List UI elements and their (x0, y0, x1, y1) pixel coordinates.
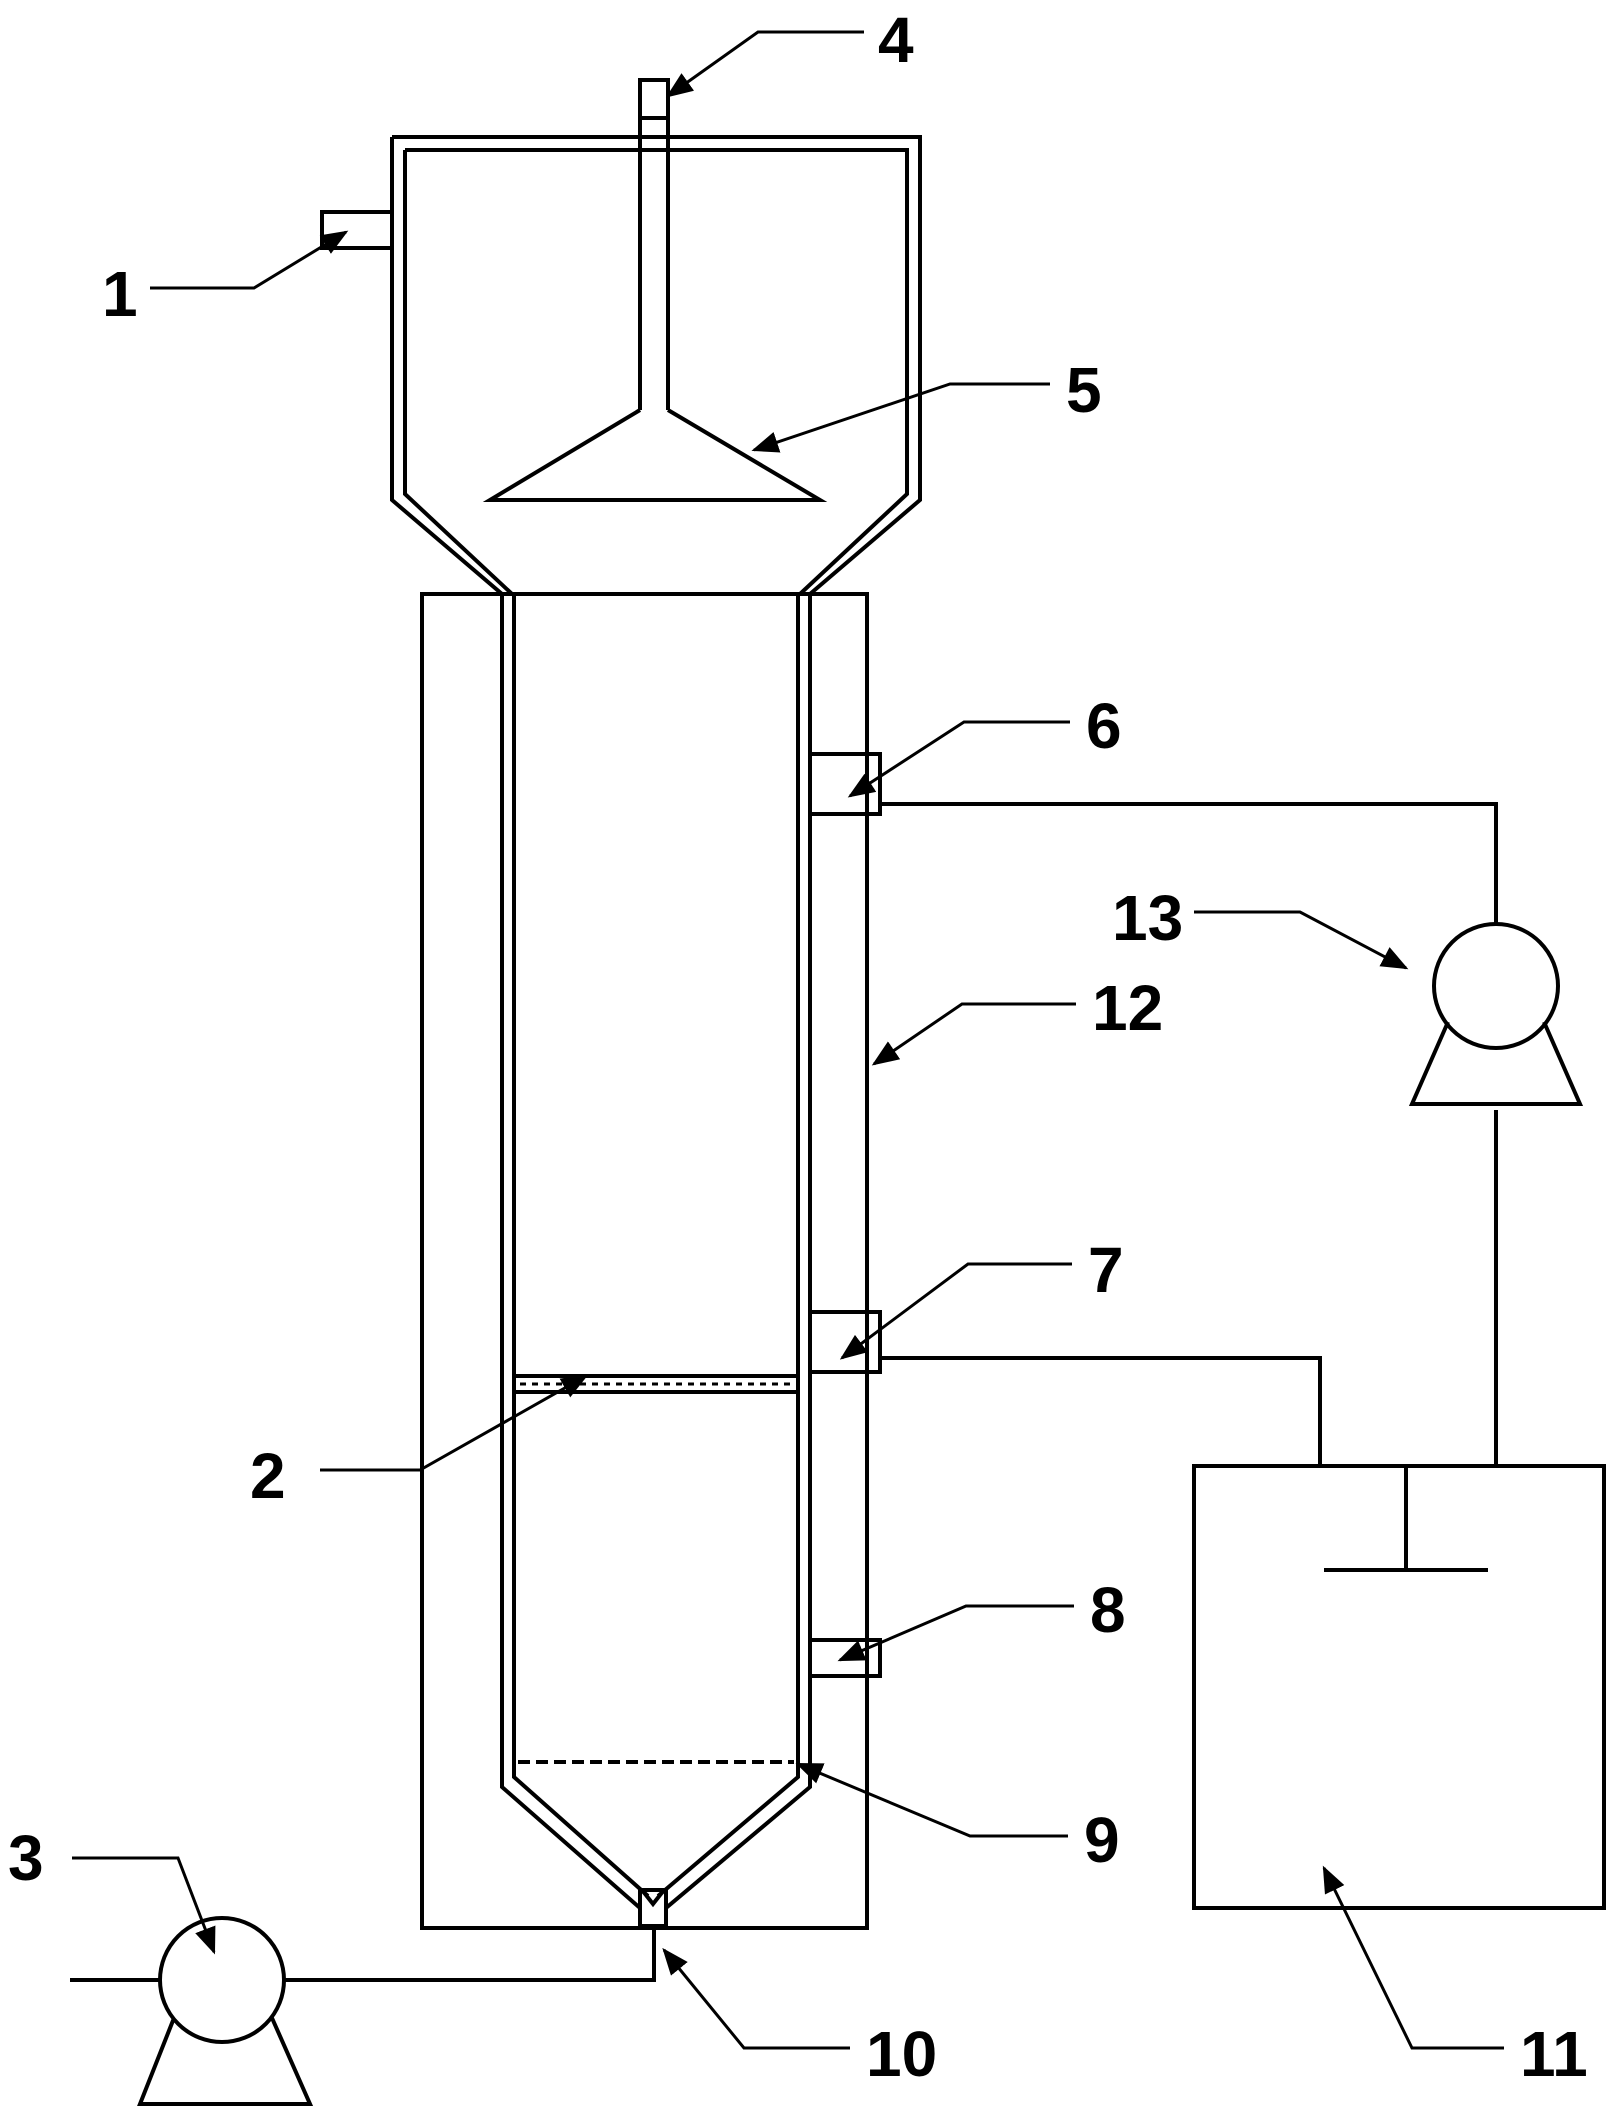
leader-3 (72, 1856, 216, 1955)
leader-2 (320, 1374, 589, 1472)
central-pipe (638, 118, 670, 410)
label-9: 9 (1084, 1804, 1120, 1876)
cone-deflector (482, 408, 828, 502)
recirculation-pump-base (1408, 1021, 1584, 1106)
feed-pump-body (158, 1916, 286, 2044)
recirculation-pump-body (1432, 922, 1560, 1050)
leader-12 (871, 1002, 1076, 1066)
leader-9 (795, 1762, 1068, 1838)
label-8: 8 (1090, 1574, 1126, 1646)
leader-1 (150, 230, 349, 290)
settler-head-outer-wall (390, 135, 922, 596)
leader-5 (751, 382, 1050, 453)
leader-7 (839, 1262, 1072, 1360)
label-13: 13 (1112, 882, 1183, 954)
leader-13 (1194, 910, 1409, 970)
label-6: 6 (1086, 690, 1122, 762)
leader-4 (665, 30, 864, 98)
column-wall-right (656, 594, 812, 1910)
tank-internal-baffle (1324, 1466, 1488, 1572)
port-8 (808, 1638, 882, 1678)
outer-jacket (420, 592, 869, 1930)
label-11: 11 (1520, 2018, 1588, 2090)
settler-head-inner-wall (403, 148, 909, 596)
label-10: 10 (866, 2018, 937, 2090)
bottom-valve (640, 1888, 666, 1908)
label-4: 4 (878, 4, 914, 76)
leader-8 (837, 1604, 1074, 1662)
label-5: 5 (1066, 354, 1102, 426)
feed-pump-base (137, 2017, 314, 2106)
label-12: 12 (1092, 972, 1163, 1044)
gas-outlet-pipe (638, 78, 670, 120)
leader-10 (662, 1947, 850, 2050)
label-2: 2 (250, 1440, 286, 1512)
storage-tank (1192, 1464, 1606, 1910)
label-7: 7 (1088, 1234, 1124, 1306)
label-3: 3 (8, 1822, 44, 1894)
pipe-pump3-to-reactor (284, 1926, 656, 1982)
label-1: 1 (102, 258, 138, 330)
overflow-outlet-1 (320, 210, 392, 250)
port-6 (808, 752, 882, 816)
column-wall-left (500, 594, 650, 1910)
pipe-port7-to-tank (880, 1356, 1322, 1466)
leader-6 (847, 720, 1070, 798)
port-7 (808, 1310, 882, 1374)
pipe-port6-to-pump13 (880, 802, 1498, 924)
leader-11 (1322, 1865, 1504, 2050)
